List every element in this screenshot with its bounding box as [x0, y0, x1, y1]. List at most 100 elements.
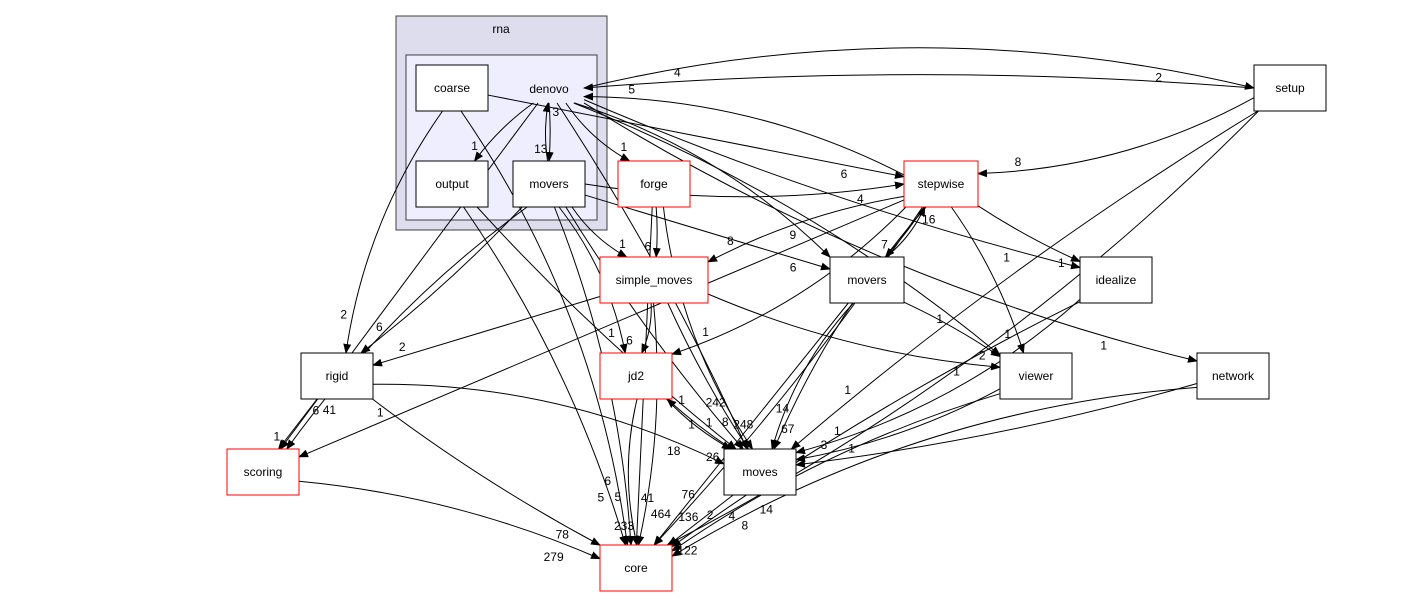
- edge-label[interactable]: 1: [471, 139, 478, 153]
- edge-denovo-to-viewer[interactable]: [573, 102, 1001, 356]
- node-movers[interactable]: movers: [829, 256, 905, 304]
- edge-stepwise-to-denovo[interactable]: [583, 92, 905, 176]
- edge-simple_moves-to-rigid[interactable]: [372, 296, 601, 367]
- edge-label[interactable]: 14: [776, 401, 790, 415]
- edge-label[interactable]: 6: [790, 260, 797, 274]
- edge-movers-to-moves[interactable]: [770, 302, 854, 450]
- edge-network-to-core[interactable]: [671, 386, 1198, 557]
- edge-idealize-to-core[interactable]: [671, 301, 1081, 548]
- node-output[interactable]: output: [415, 160, 489, 208]
- edge-rigid-to-moves[interactable]: [372, 383, 725, 465]
- edge-simple_moves-to-jd2[interactable]: [641, 302, 652, 354]
- edge-label[interactable]: 41: [641, 491, 655, 505]
- edge-label[interactable]: 8: [741, 518, 748, 532]
- edge-stepwise-to-jd2[interactable]: [671, 206, 907, 356]
- edge-label[interactable]: 3: [821, 438, 828, 452]
- edge-label[interactable]: 1: [848, 441, 855, 455]
- edge-rmovers-to-simple_moves[interactable]: [571, 206, 628, 258]
- edge-label[interactable]: 8: [722, 415, 729, 429]
- edge-label[interactable]: 136: [678, 510, 698, 524]
- edge-label[interactable]: 1: [936, 312, 943, 326]
- edge-stepwise-to-simple_moves[interactable]: [707, 195, 905, 263]
- edge-label[interactable]: 1: [834, 424, 841, 438]
- edge-label[interactable]: 18: [667, 444, 681, 458]
- edge-rmovers-to-rigid[interactable]: [360, 206, 523, 354]
- node-stepwise[interactable]: stepwise: [903, 160, 979, 208]
- edge-label[interactable]: 242: [706, 396, 726, 410]
- edge-coarse-to-rigid[interactable]: [343, 110, 443, 354]
- edge-label[interactable]: 78: [556, 528, 570, 542]
- edge-label[interactable]: 1: [706, 416, 713, 430]
- node-setup[interactable]: setup: [1253, 64, 1327, 112]
- edge-label[interactable]: 9: [789, 228, 796, 242]
- edge-movers-to-core[interactable]: [653, 302, 849, 546]
- edge-label[interactable]: 1: [688, 418, 695, 432]
- edge-scoring-to-core[interactable]: [298, 480, 601, 560]
- node-jd2[interactable]: jd2: [599, 352, 673, 400]
- edge-label[interactable]: 1: [678, 393, 685, 407]
- edge-simple_moves-to-core[interactable]: [636, 302, 658, 546]
- edge-label[interactable]: 1: [608, 326, 615, 340]
- edge-label[interactable]: 2: [340, 307, 347, 321]
- edge-label[interactable]: 6: [376, 320, 383, 334]
- edge-label[interactable]: 5: [628, 82, 635, 96]
- edge-label[interactable]: 1: [1004, 327, 1011, 341]
- edge-label[interactable]: 16: [922, 212, 936, 226]
- edge-label[interactable]: 4: [728, 509, 735, 523]
- edge-denovo-to-network[interactable]: [583, 102, 1198, 363]
- edge-label[interactable]: 4: [674, 66, 681, 80]
- edge-rigid-to-scoring[interactable]: [277, 398, 318, 450]
- edge-jd2-to-core[interactable]: [627, 398, 639, 546]
- edge-forge-to-simple_moves[interactable]: [652, 206, 661, 258]
- edge-label[interactable]: 6: [841, 167, 848, 181]
- edge-denovo-to-setup[interactable]: [583, 47, 1255, 90]
- edge-setup-to-moves[interactable]: [790, 110, 1259, 450]
- edge-output-to-moves[interactable]: [476, 206, 737, 450]
- edge-label[interactable]: 8: [727, 234, 734, 248]
- edge-setup-to-denovo[interactable]: [583, 74, 1255, 92]
- edge-label[interactable]: 6: [644, 240, 651, 254]
- edge-label[interactable]: 41: [323, 403, 337, 417]
- edge-rmovers-to-movers[interactable]: [584, 194, 831, 271]
- edge-stepwise-to-core[interactable]: [653, 206, 923, 546]
- edge-label[interactable]: 3: [552, 105, 559, 119]
- edge-label[interactable]: 1: [953, 365, 960, 379]
- edge-rmovers-to-scoring[interactable]: [286, 206, 528, 450]
- node-simple_moves[interactable]: simple_moves: [599, 256, 709, 304]
- edge-label[interactable]: 464: [651, 507, 671, 521]
- edge-label[interactable]: 233: [614, 519, 634, 533]
- edge-forge-to-moves[interactable]: [662, 206, 754, 450]
- edge-label[interactable]: 1: [273, 430, 280, 444]
- edge-label[interactable]: 1: [377, 406, 384, 420]
- edge-idealize-to-moves[interactable]: [795, 299, 1081, 455]
- edge-moves-to-jd2[interactable]: [666, 398, 733, 450]
- edge-label[interactable]: 2: [399, 340, 406, 354]
- edge-label[interactable]: 1: [1058, 256, 1065, 270]
- edge-label[interactable]: 76: [682, 487, 696, 501]
- edge-denovo-to-forge[interactable]: [565, 102, 631, 162]
- node-moves[interactable]: moves: [723, 448, 797, 496]
- edge-label[interactable]: 1: [619, 237, 626, 251]
- edge-simple_moves-to-viewer[interactable]: [707, 293, 1001, 371]
- edge-stepwise-to-idealize[interactable]: [977, 205, 1081, 262]
- edge-label[interactable]: 14: [760, 503, 774, 517]
- edge-viewer-to-core[interactable]: [671, 393, 1001, 552]
- edge-label[interactable]: 7: [881, 237, 888, 251]
- edge-label[interactable]: 1: [702, 325, 709, 339]
- edge-label[interactable]: 1: [1100, 338, 1107, 352]
- edge-label[interactable]: 1: [620, 140, 627, 154]
- node-core[interactable]: core: [599, 544, 673, 592]
- edge-label[interactable]: 26: [706, 450, 720, 464]
- edge-label[interactable]: 4: [857, 192, 864, 206]
- edge-label[interactable]: 2: [1155, 71, 1162, 85]
- edge-setup-to-stepwise[interactable]: [977, 97, 1255, 178]
- edge-denovo-to-scoring[interactable]: [279, 102, 539, 450]
- edge-stepwise-to-viewer[interactable]: [950, 206, 1025, 354]
- edge-simple_moves-to-moves[interactable]: [667, 302, 749, 450]
- node-forge[interactable]: forge: [617, 160, 691, 208]
- edge-label[interactable]: 8: [1015, 155, 1022, 169]
- edge-rmovers-to-moves[interactable]: [565, 206, 744, 450]
- edge-label[interactable]: 67: [781, 422, 795, 436]
- edge-output-to-core[interactable]: [463, 206, 627, 546]
- edge-label[interactable]: 122: [677, 544, 697, 558]
